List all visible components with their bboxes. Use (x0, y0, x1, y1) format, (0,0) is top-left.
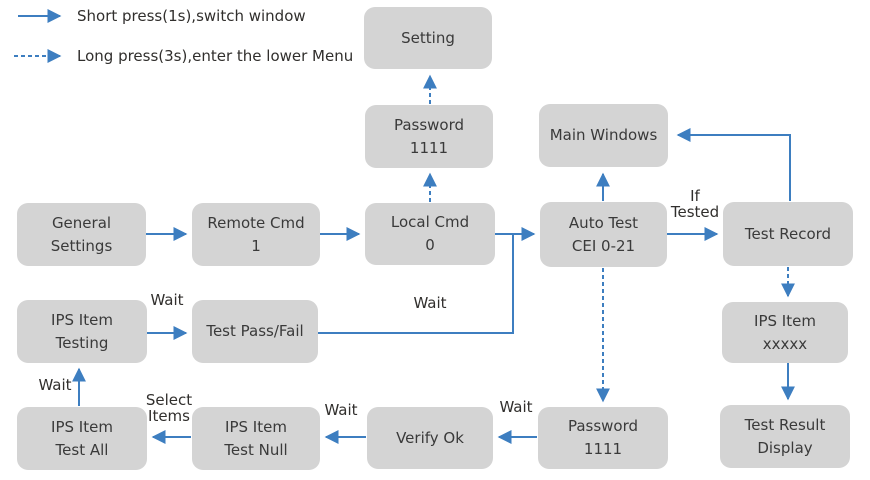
node-local-cmd-line1: Local Cmd (390, 213, 470, 231)
node-test-result-display: Test Result Display (720, 405, 850, 468)
node-setting: Setting (364, 7, 492, 69)
node-test-record: Test Record (723, 202, 853, 266)
edge-label-wait-testing-to-passfail: Wait (150, 291, 184, 309)
node-test-record-label: Test Record (744, 224, 832, 243)
node-password-bottom: Password 1111 (538, 407, 668, 469)
node-ips-item-test-null: IPS Item Test Null (192, 407, 320, 470)
node-password-top: Password 1111 (365, 105, 493, 168)
node-general-settings-line1: General (51, 213, 112, 232)
node-password-bottom-line1: Password (567, 417, 639, 435)
node-auto-test: Auto Test CEI 0-21 (540, 202, 667, 267)
node-ips-item-test-all-line1: IPS Item (51, 417, 113, 436)
edge-label-if-tested: If Tested (671, 188, 719, 220)
node-ips-item-test-all: IPS Item Test All (17, 407, 147, 470)
node-ips-item-xxxxx: IPS Item xxxxx (722, 302, 848, 363)
node-test-result-display-line1: Test Result (744, 415, 826, 434)
node-test-pass-fail-label: Test Pass/Fail (206, 322, 304, 340)
node-general-settings: General Settings (17, 203, 146, 266)
node-password-bottom-line2: 1111 (583, 440, 623, 458)
edge-label-wait-verify-to-null: Wait (324, 401, 358, 419)
node-ips-item-testing: IPS Item Testing (17, 300, 147, 363)
legend-long-press-label: Long press(3s),enter the lower Menu (77, 47, 354, 65)
node-ips-item-xxxxx-line1: IPS Item (754, 311, 816, 330)
node-remote-cmd: Remote Cmd 1 (192, 203, 320, 266)
node-local-cmd: Local Cmd 0 (365, 203, 495, 265)
node-test-pass-fail: Test Pass/Fail (192, 300, 318, 363)
node-ips-item-xxxxx-line2: xxxxx (762, 334, 808, 353)
edge-label-wait-passfail-return: Wait (413, 294, 447, 312)
node-setting-label: Setting (401, 28, 455, 47)
node-verify-ok-label: Verify Ok (396, 428, 464, 447)
edge-test-record-to-main-windows (676, 128, 791, 201)
node-remote-cmd-line1: Remote Cmd (207, 213, 305, 232)
node-auto-test-line2: CEI 0-21 (571, 236, 636, 255)
edge-test-pass-fail-return (318, 235, 514, 334)
node-ips-item-test-null-line1: IPS Item (225, 417, 287, 436)
node-remote-cmd-line2: 1 (251, 236, 261, 255)
node-verify-ok: Verify Ok (367, 407, 493, 469)
node-ips-item-test-all-line2: Test All (55, 440, 109, 459)
edge-label-if-tested-line1: If (690, 187, 700, 205)
edge-label-select-items: Select Items (146, 392, 192, 424)
node-ips-item-test-null-line2: Test Null (224, 440, 288, 459)
edge-label-wait-password-to-verify: Wait (499, 398, 533, 416)
legend-short-press-label: Short press(1s),switch window (77, 7, 306, 25)
edge-label-if-tested-line2: Tested (670, 203, 720, 221)
edge-label-wait-testall-up: Wait (38, 376, 72, 394)
node-ips-item-testing-line1: IPS Item (51, 310, 113, 329)
node-ips-item-testing-line2: Testing (55, 333, 109, 352)
node-local-cmd-line2: 0 (425, 236, 435, 254)
node-main-windows-label: Main Windows (549, 126, 658, 144)
edge-label-select-items-line1: Select (145, 391, 193, 409)
node-password-top-line2: 1111 (409, 138, 449, 157)
node-main-windows: Main Windows (539, 104, 668, 167)
node-test-result-display-line2: Display (757, 438, 813, 457)
node-auto-test-line1: Auto Test (568, 213, 639, 232)
edge-label-select-items-line2: Items (148, 407, 190, 425)
node-general-settings-line2: Settings (50, 236, 113, 255)
node-password-top-line1: Password (393, 115, 465, 134)
